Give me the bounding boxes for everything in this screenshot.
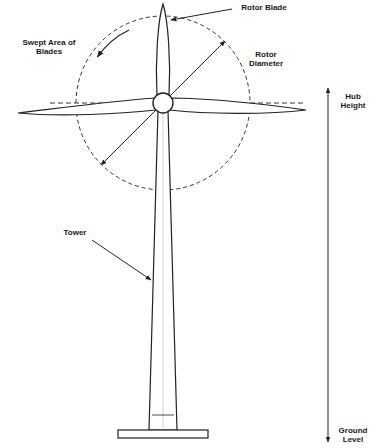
door-line [152,415,174,416]
tower-shade [163,112,164,428]
rotor-hub [153,93,173,113]
part-label: Rotor Diameter [242,50,290,68]
rotor-blade [156,4,169,96]
height-arrow [328,88,329,442]
part-label: Ground Level [332,426,374,444]
part-label: Rotor Blade [234,3,294,12]
rotor-blade [170,98,306,113]
leader-line [171,9,232,20]
rotation-arrow [98,30,130,57]
rotor-blade [18,98,156,115]
tower-shape [149,110,177,430]
part-label: Swept Area of Blades [20,38,78,56]
leader-line [92,240,151,280]
tower-base [118,430,208,438]
part-label: Tower [58,228,92,237]
part-label: Hub Height [332,92,374,110]
